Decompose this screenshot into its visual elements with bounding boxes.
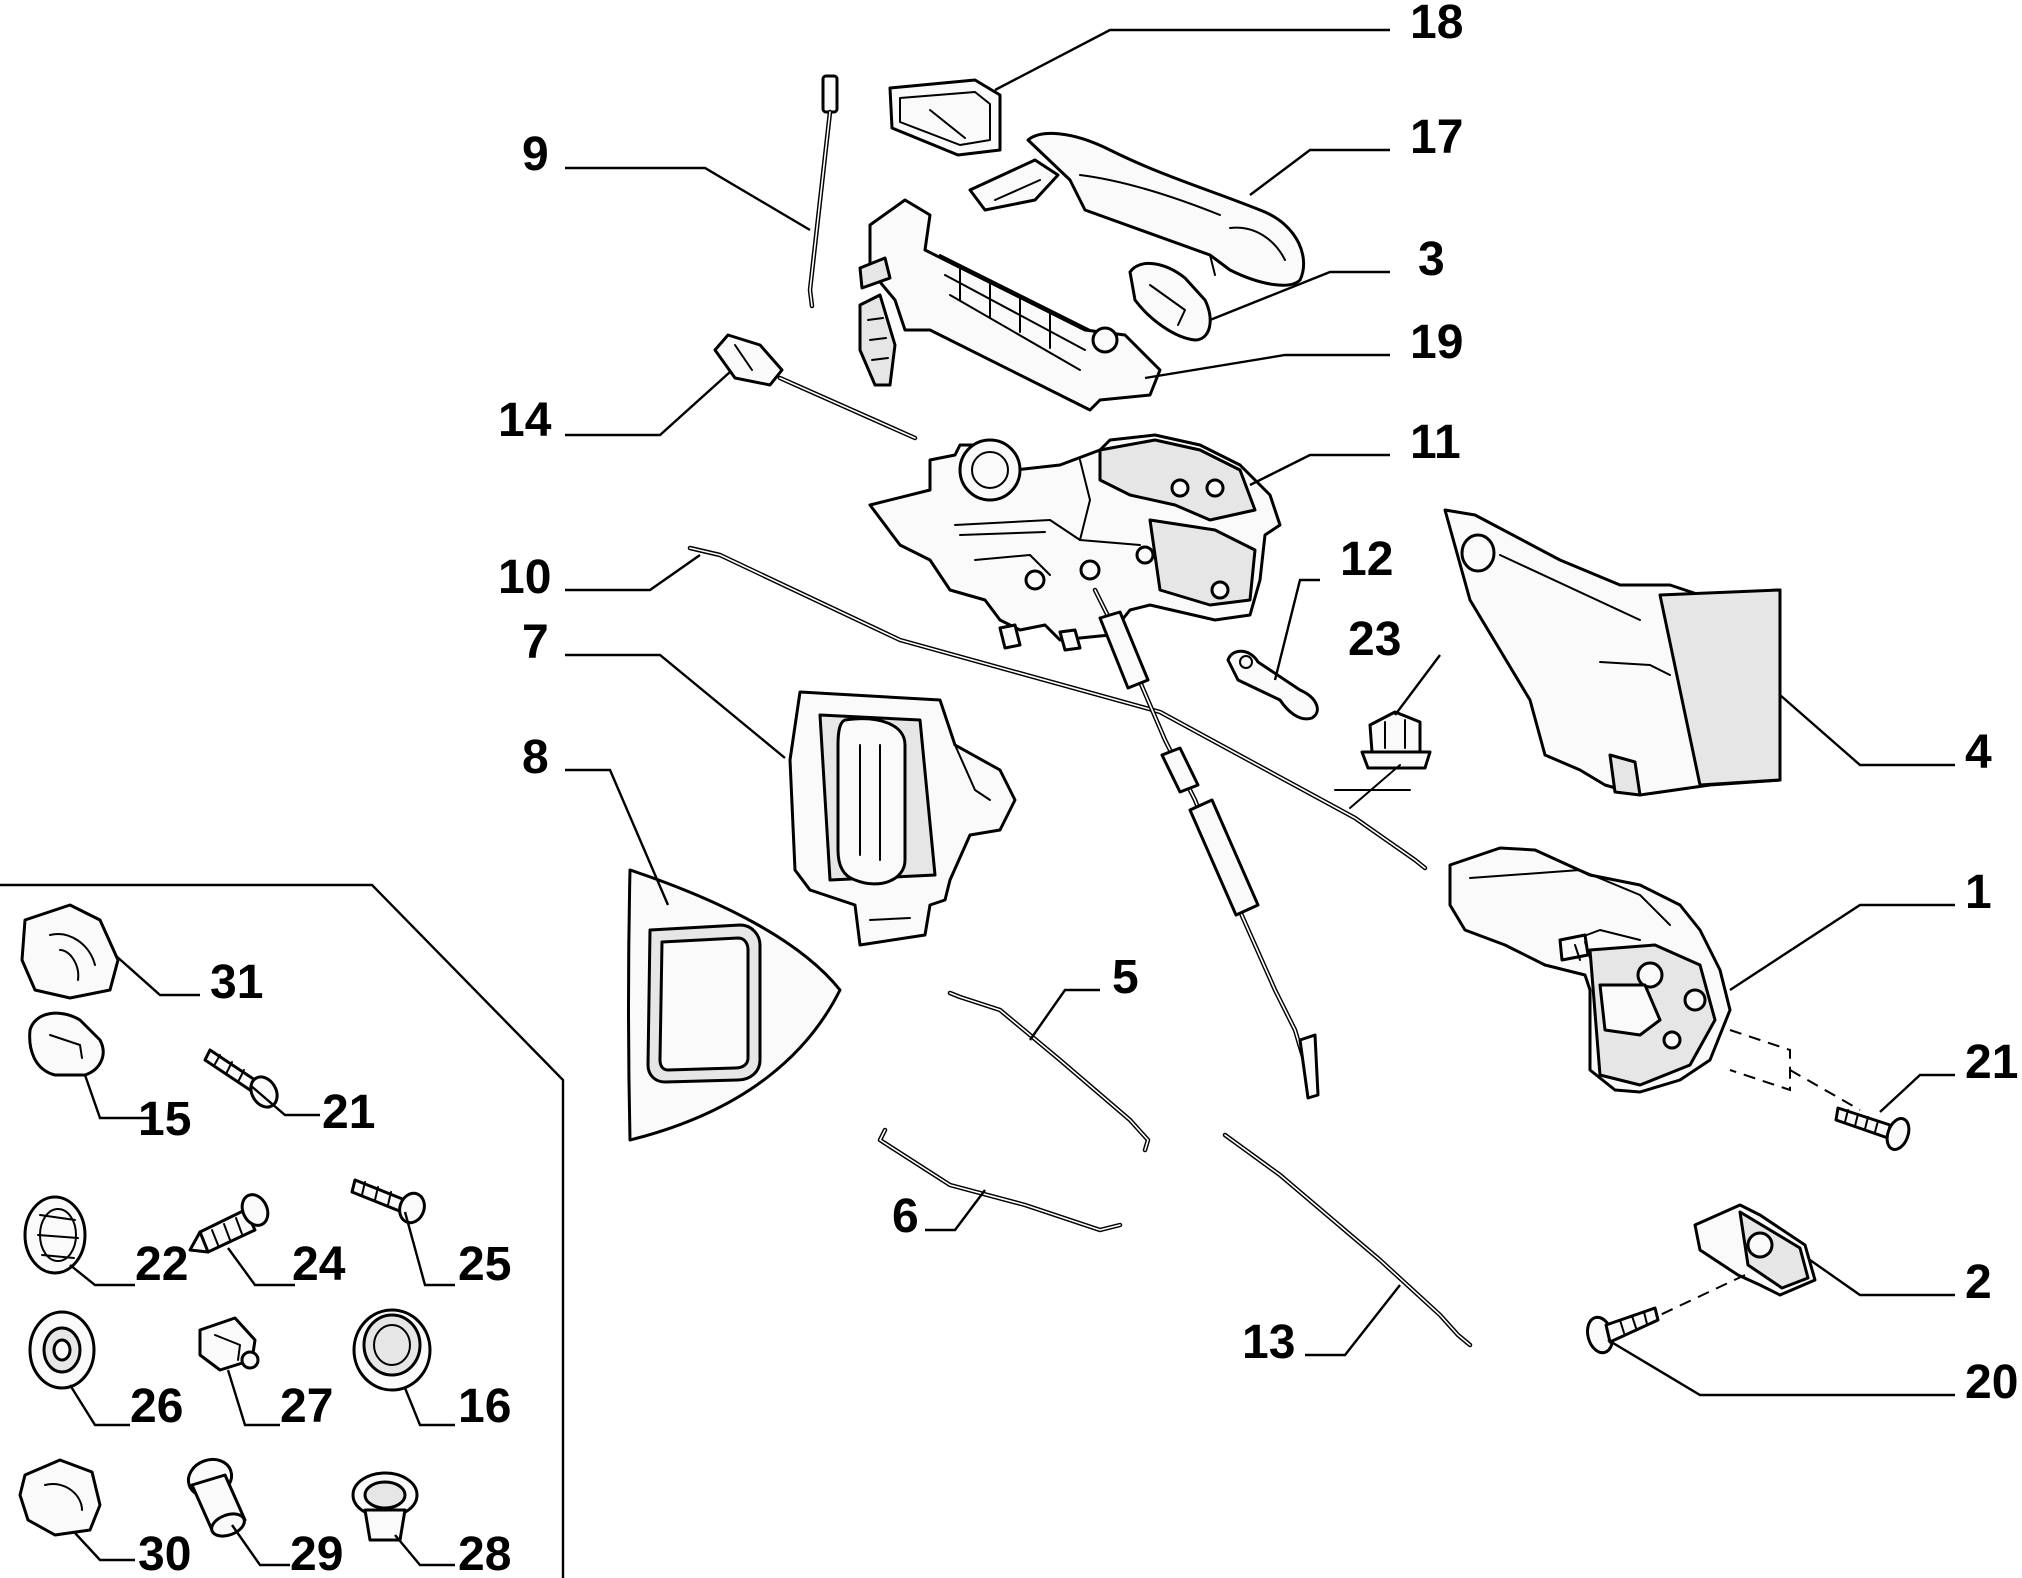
leader-7 — [565, 653, 786, 759]
part-22-washer — [23, 1195, 87, 1275]
leader-12 — [1273, 578, 1320, 681]
leader-22 — [69, 1264, 135, 1287]
leader-4 — [1779, 694, 1955, 767]
callout-26: 26 — [130, 1380, 183, 1433]
callout-19: 19 — [1410, 316, 1463, 369]
part-21-inset-screw — [203, 1048, 279, 1109]
callout-7: 7 — [522, 616, 549, 669]
part-24-push-pin — [188, 1193, 270, 1254]
leader-19 — [1144, 353, 1390, 380]
callout-4: 4 — [1965, 726, 1992, 779]
callout-8: 8 — [522, 731, 549, 784]
part-13-rod — [1222, 1132, 1473, 1348]
part-10-rod — [687, 545, 1428, 871]
callout-24: 24 — [292, 1238, 346, 1291]
leader-13 — [1305, 1284, 1401, 1357]
part-11-lock-mechanism — [868, 433, 1282, 652]
leader-27 — [226, 1369, 280, 1427]
callout-3: 3 — [1418, 233, 1445, 286]
leader-15 — [83, 1074, 150, 1120]
callout-15: 15 — [138, 1093, 191, 1146]
leader-1 — [1729, 903, 1955, 992]
leader-31 — [114, 954, 200, 997]
part-15-clip — [28, 1011, 105, 1077]
callout-14: 14 — [498, 394, 552, 447]
part-3-end-cap — [1128, 261, 1212, 342]
callout-21-inset: 21 — [322, 1086, 375, 1139]
callout-10: 10 — [498, 551, 551, 604]
callout-30: 30 — [138, 1528, 191, 1578]
part-25-screw — [350, 1178, 426, 1225]
leader-14 — [565, 371, 731, 437]
leader-16 — [403, 1387, 455, 1427]
part-26-grommet — [28, 1310, 96, 1390]
callout-16: 16 — [458, 1380, 511, 1433]
part-31-clip — [20, 903, 120, 1000]
leader-6 — [925, 1189, 986, 1232]
inset-frame — [0, 883, 565, 1578]
part-14-cable — [713, 333, 918, 441]
part-cable-assembly — [1092, 587, 1320, 1100]
part-1-latch — [1448, 846, 1861, 1111]
part-16-plug — [352, 1308, 432, 1392]
callout-25: 25 — [458, 1238, 511, 1291]
leader-25 — [403, 1211, 455, 1287]
leader-17 — [1249, 148, 1390, 196]
leader-21-inset — [249, 1084, 320, 1117]
leader-10 — [565, 554, 701, 592]
leader-30 — [74, 1532, 135, 1562]
part-17-handle — [968, 131, 1306, 287]
part-23-clip — [1360, 710, 1432, 770]
part-2-striker — [1659, 1203, 1817, 1316]
part-7-inner-handle — [788, 690, 1017, 947]
part-12-plug — [1226, 649, 1319, 721]
callout-21-right: 21 — [1965, 1036, 2018, 1089]
leader-23 — [1394, 654, 1441, 716]
part-27-clip — [198, 1316, 260, 1372]
part-20-screw — [1586, 1306, 1660, 1355]
part-5-rod — [947, 990, 1151, 1153]
callout-27: 27 — [280, 1380, 333, 1433]
part-30-clip — [18, 1458, 102, 1537]
callout-23: 23 — [1348, 613, 1401, 666]
callout-6: 6 — [892, 1190, 919, 1243]
callout-11: 11 — [1410, 416, 1461, 469]
callout-12: 12 — [1340, 533, 1393, 586]
callout-28: 28 — [458, 1528, 511, 1578]
callout-17: 17 — [1410, 111, 1463, 164]
callout-5: 5 — [1112, 951, 1139, 1004]
leader-29 — [231, 1524, 290, 1567]
part-18-cap — [888, 78, 1002, 157]
callout-31: 31 — [210, 956, 263, 1009]
callout-29: 29 — [290, 1528, 343, 1578]
leader-24 — [227, 1247, 295, 1287]
callout-20: 20 — [1965, 1356, 2018, 1409]
callout-18: 18 — [1410, 0, 1463, 49]
part-21-screw — [1834, 1106, 1911, 1151]
leader-2 — [1809, 1259, 1955, 1297]
leader-18 — [994, 28, 1390, 92]
part-19-handle-frame — [858, 198, 1162, 412]
leader-21-right — [1879, 1073, 1955, 1113]
callout-2: 2 — [1965, 1256, 1992, 1309]
part-29-rivet-nut — [186, 1457, 247, 1538]
leader-28 — [394, 1534, 455, 1567]
leader-9 — [565, 166, 811, 232]
leader-8 — [565, 768, 670, 906]
leader-26 — [68, 1384, 130, 1427]
part-9-rod — [807, 74, 839, 309]
part-6-rod — [877, 1127, 1123, 1233]
part-8-trim-panel — [627, 868, 842, 1142]
leader-11 — [1249, 453, 1390, 487]
callout-9: 9 — [522, 128, 549, 181]
part-28-bushing — [351, 1471, 419, 1542]
callout-1: 1 — [1965, 866, 1992, 919]
leader-20 — [1607, 1338, 1955, 1397]
callout-13: 13 — [1242, 1316, 1295, 1369]
part-4-cover-panel — [1443, 508, 1782, 797]
leader-3 — [1209, 270, 1390, 322]
leader-5 — [1029, 988, 1100, 1041]
callout-22: 22 — [135, 1238, 188, 1291]
